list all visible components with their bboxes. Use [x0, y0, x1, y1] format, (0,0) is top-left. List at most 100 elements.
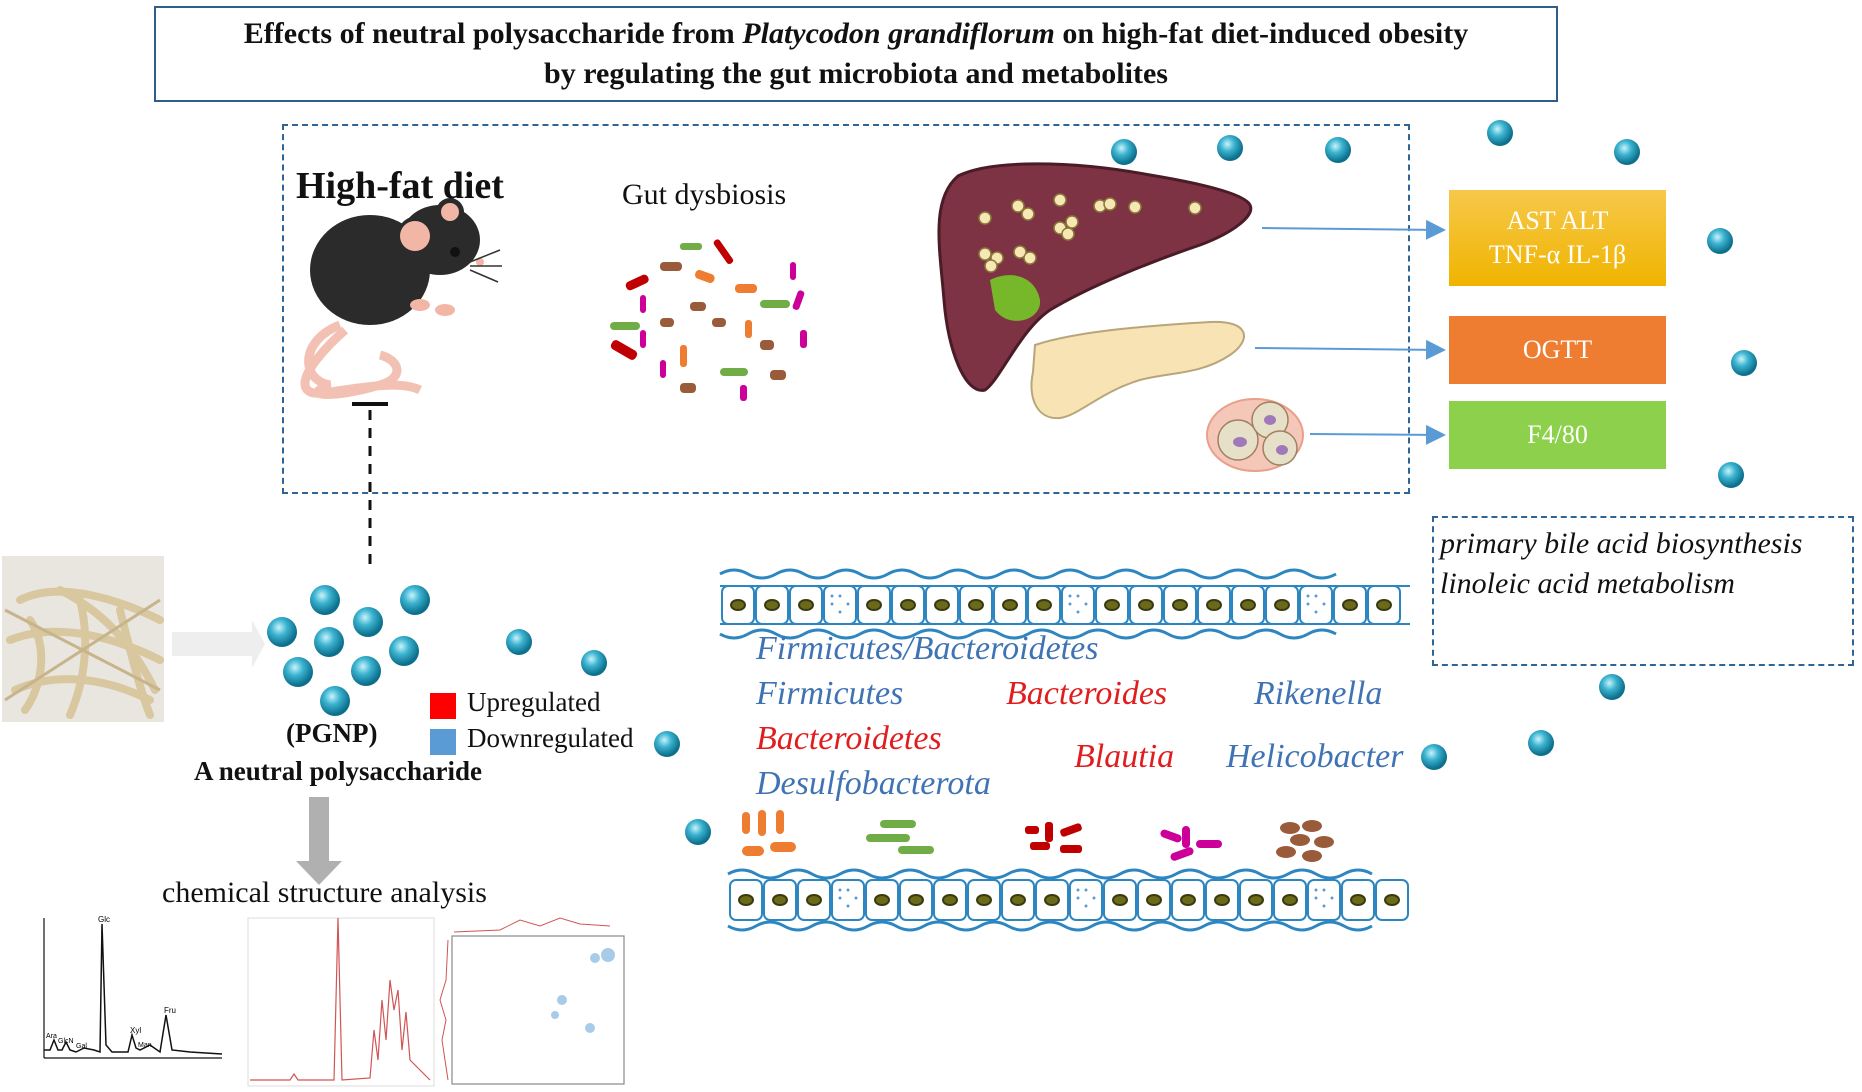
epithelial-cell [823, 585, 857, 625]
cell-nucleus [798, 599, 814, 611]
tnf-il-label: TNF-α IL-1β [1488, 240, 1627, 269]
obesity-panel [282, 124, 1410, 494]
cell-nucleus [1248, 894, 1264, 906]
hsqc-spectrum-thumbnail [439, 917, 625, 1085]
taxon-bacteroides: Bacteroides [1006, 675, 1168, 712]
arrow-to-f480 [1309, 424, 1446, 445]
goblet-dot [1076, 896, 1080, 900]
cell-nucleus [1282, 894, 1298, 906]
goblet-dot [1076, 610, 1080, 614]
goblet-dot [1330, 896, 1334, 900]
goblet-dot [1322, 602, 1326, 606]
platycodon-root-icon [2, 556, 164, 722]
high-fat-diet-label: High-fat diet [296, 165, 504, 207]
peak-xyl-label: Xyl [130, 1026, 141, 1035]
taxon-firmicutes: Firmicutes [756, 675, 904, 712]
cell-nucleus [866, 599, 882, 611]
ogtt-box: OGTT [1449, 316, 1666, 384]
neutral-polysaccharide-label: A neutral polysaccharide [194, 756, 482, 786]
cell-nucleus [976, 894, 992, 906]
intestinal-wall-top [719, 568, 1410, 640]
cell-nucleus [1146, 894, 1162, 906]
adipose-cells-icon [1206, 398, 1304, 472]
liver-markers-box: AST ALT TNF-α IL-1β [1449, 190, 1666, 286]
cell-nucleus [1138, 599, 1154, 611]
arrow-shaft [172, 632, 252, 656]
cell-nucleus [1206, 599, 1222, 611]
f480-box: F4/80 [1449, 401, 1666, 469]
taxon-blautia: Blautia [1074, 738, 1175, 775]
goblet-dot [830, 594, 834, 598]
goblet-dot [1306, 602, 1310, 606]
goblet-dot [846, 904, 850, 908]
polysaccharide-balls [267, 120, 1757, 845]
cell-nucleus [1172, 599, 1188, 611]
peak-glc-label: Glc [98, 915, 110, 924]
goblet-dot [1322, 888, 1326, 892]
goblet-dot [1314, 888, 1318, 892]
cell-nucleus [1112, 894, 1128, 906]
liver-icon [937, 162, 1253, 420]
goblet-dot [1076, 888, 1080, 892]
title-box: Effects of neutral polysaccharide from P… [154, 6, 1558, 102]
epithelial-cell [1307, 879, 1341, 921]
legend-up-label: Upregulated [467, 687, 601, 717]
goblet-dot [1068, 594, 1072, 598]
taxon-firmicutes-bacteroidetes: Firmicutes/Bacteroidetes [756, 630, 1099, 667]
cell-nucleus [1010, 894, 1026, 906]
goblet-dot [1092, 896, 1096, 900]
cell-nucleus [1044, 894, 1060, 906]
peak-gal-label: Gal [76, 1043, 87, 1050]
ast-alt-label: AST ALT [1506, 206, 1609, 235]
arrow-to-ogtt [1254, 339, 1446, 360]
cell-nucleus [1104, 599, 1120, 611]
cell-nucleus [942, 894, 958, 906]
cell-nucleus [1002, 599, 1018, 611]
hplc-chromatogram-thumbnail: Glc Xyl Man Fru Ara GlcN Gal [43, 915, 223, 1059]
cell-nucleus [1180, 894, 1196, 906]
epithelial-cell [831, 879, 865, 921]
goblet-dot [854, 896, 858, 900]
cell-nucleus [1036, 599, 1052, 611]
taxon-desulfobacterota: Desulfobacterota [756, 765, 991, 802]
taxon-helicobacter: Helicobacter [1226, 738, 1404, 775]
goblet-dot [1322, 904, 1326, 908]
peak-glcn-label: GlcN [58, 1038, 74, 1045]
down-arrow-head [296, 861, 342, 885]
peak-man-label: Man [138, 1042, 152, 1049]
cell-nucleus [1376, 599, 1392, 611]
taxon-rikenella: Rikenella [1254, 675, 1383, 712]
cell-nucleus [908, 894, 924, 906]
taxon-bacteroidetes: Bacteroidetes [756, 720, 942, 757]
cell-nucleus [900, 599, 916, 611]
goblet-dot [1068, 602, 1072, 606]
epithelial-cell [1299, 585, 1333, 625]
goblet-dot [838, 594, 842, 598]
goblet-dot [1084, 904, 1088, 908]
linoleic-acid-label: linoleic acid metabolism [1440, 567, 1735, 600]
epithelial-cell [1061, 585, 1095, 625]
cell-nucleus [1342, 599, 1358, 611]
goblet-dot [1084, 888, 1088, 892]
nmr-spectrum-thumbnail [247, 917, 435, 1087]
cell-nucleus [730, 599, 746, 611]
cell-nucleus [738, 894, 754, 906]
title-line-1: Effects of neutral polysaccharide from P… [243, 17, 1469, 50]
goblet-dot [1084, 602, 1088, 606]
mouse-icon [300, 198, 502, 399]
arrow-head [252, 620, 265, 668]
cell-nucleus [772, 894, 788, 906]
legend-down-label: Downregulated [467, 723, 634, 753]
bacteria-groups [742, 810, 1334, 862]
goblet-dot [1306, 594, 1310, 598]
cell-nucleus [874, 894, 890, 906]
arrow-to-ast [1261, 219, 1446, 240]
goblet-dot [1314, 594, 1318, 598]
peak-ara-label: Ara [46, 1033, 57, 1040]
cell-nucleus [1350, 894, 1366, 906]
title-line-2: by regulating the gut microbiota and met… [544, 57, 1168, 90]
legend-up-swatch [430, 693, 456, 719]
goblet-dot [838, 610, 842, 614]
goblet-dot [838, 896, 842, 900]
